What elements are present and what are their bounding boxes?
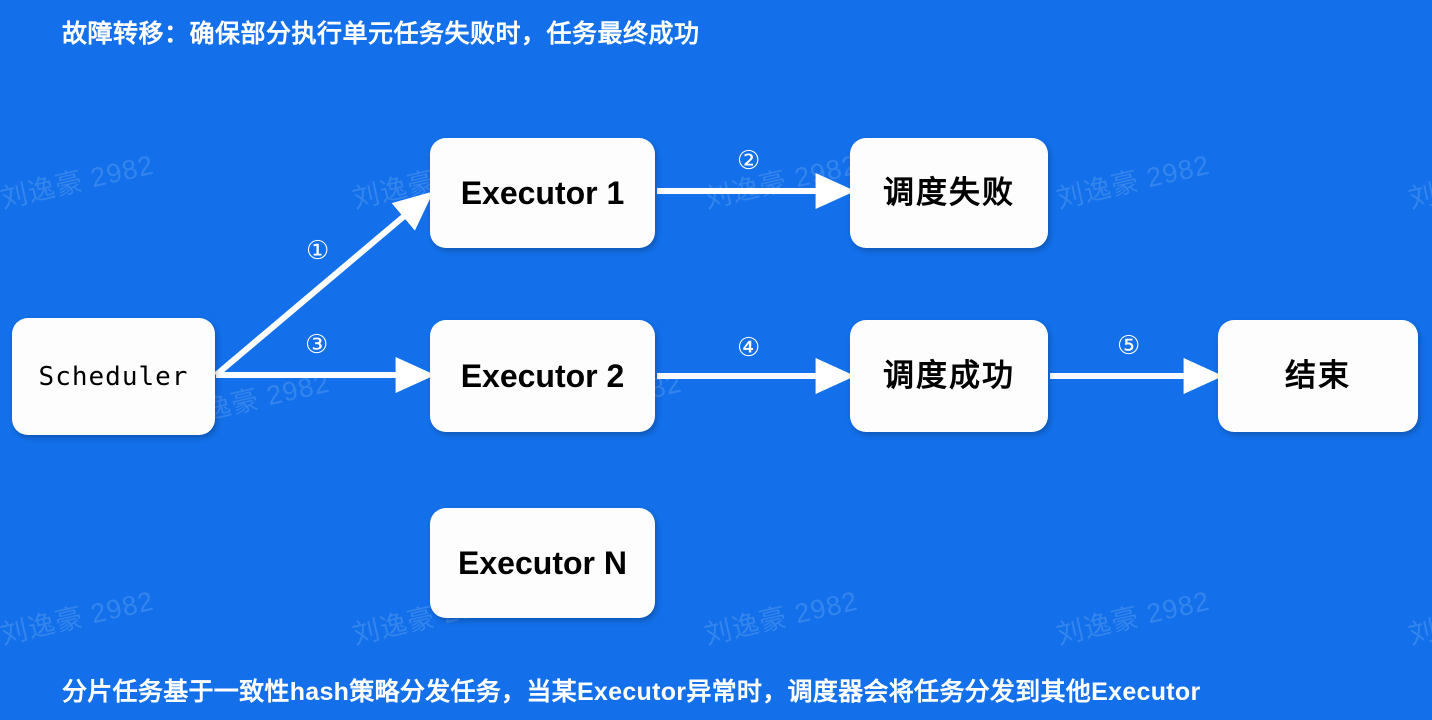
edge-2-step-label: ②	[737, 146, 761, 176]
edge-1-step-label: ①	[306, 236, 330, 266]
node-schedule-ok[interactable]: 调度成功	[850, 320, 1048, 432]
node-end[interactable]: 结束	[1218, 320, 1418, 432]
node-executorN[interactable]: Executor N	[430, 508, 655, 618]
node-label-scheduler: Scheduler	[38, 361, 189, 392]
footer-caption: 分片任务基于一致性hash策略分发任务，当某Executor异常时，调度器会将任…	[62, 678, 1201, 706]
edge-3-step-label: ③	[305, 330, 329, 360]
page-title: 故障转移：确保部分执行单元任务失败时，任务最终成功	[62, 20, 700, 48]
node-label-schedule-ok: 调度成功	[883, 357, 1015, 394]
edge-4-step-label: ④	[737, 333, 761, 363]
node-executor2[interactable]: Executor 2	[430, 320, 655, 432]
node-executor1[interactable]: Executor 1	[430, 138, 655, 248]
node-scheduler[interactable]: Scheduler	[12, 318, 215, 435]
node-label-end: 结束	[1285, 357, 1351, 394]
node-schedule-fail[interactable]: 调度失败	[850, 138, 1048, 248]
node-label-executor2: Executor 2	[460, 358, 625, 394]
node-label-schedule-fail: 调度失败	[883, 174, 1015, 211]
node-label-executor1: Executor 1	[460, 175, 625, 211]
edge-5-step-label: ⑤	[1117, 331, 1141, 361]
node-label-executorN: Executor N	[458, 545, 627, 581]
